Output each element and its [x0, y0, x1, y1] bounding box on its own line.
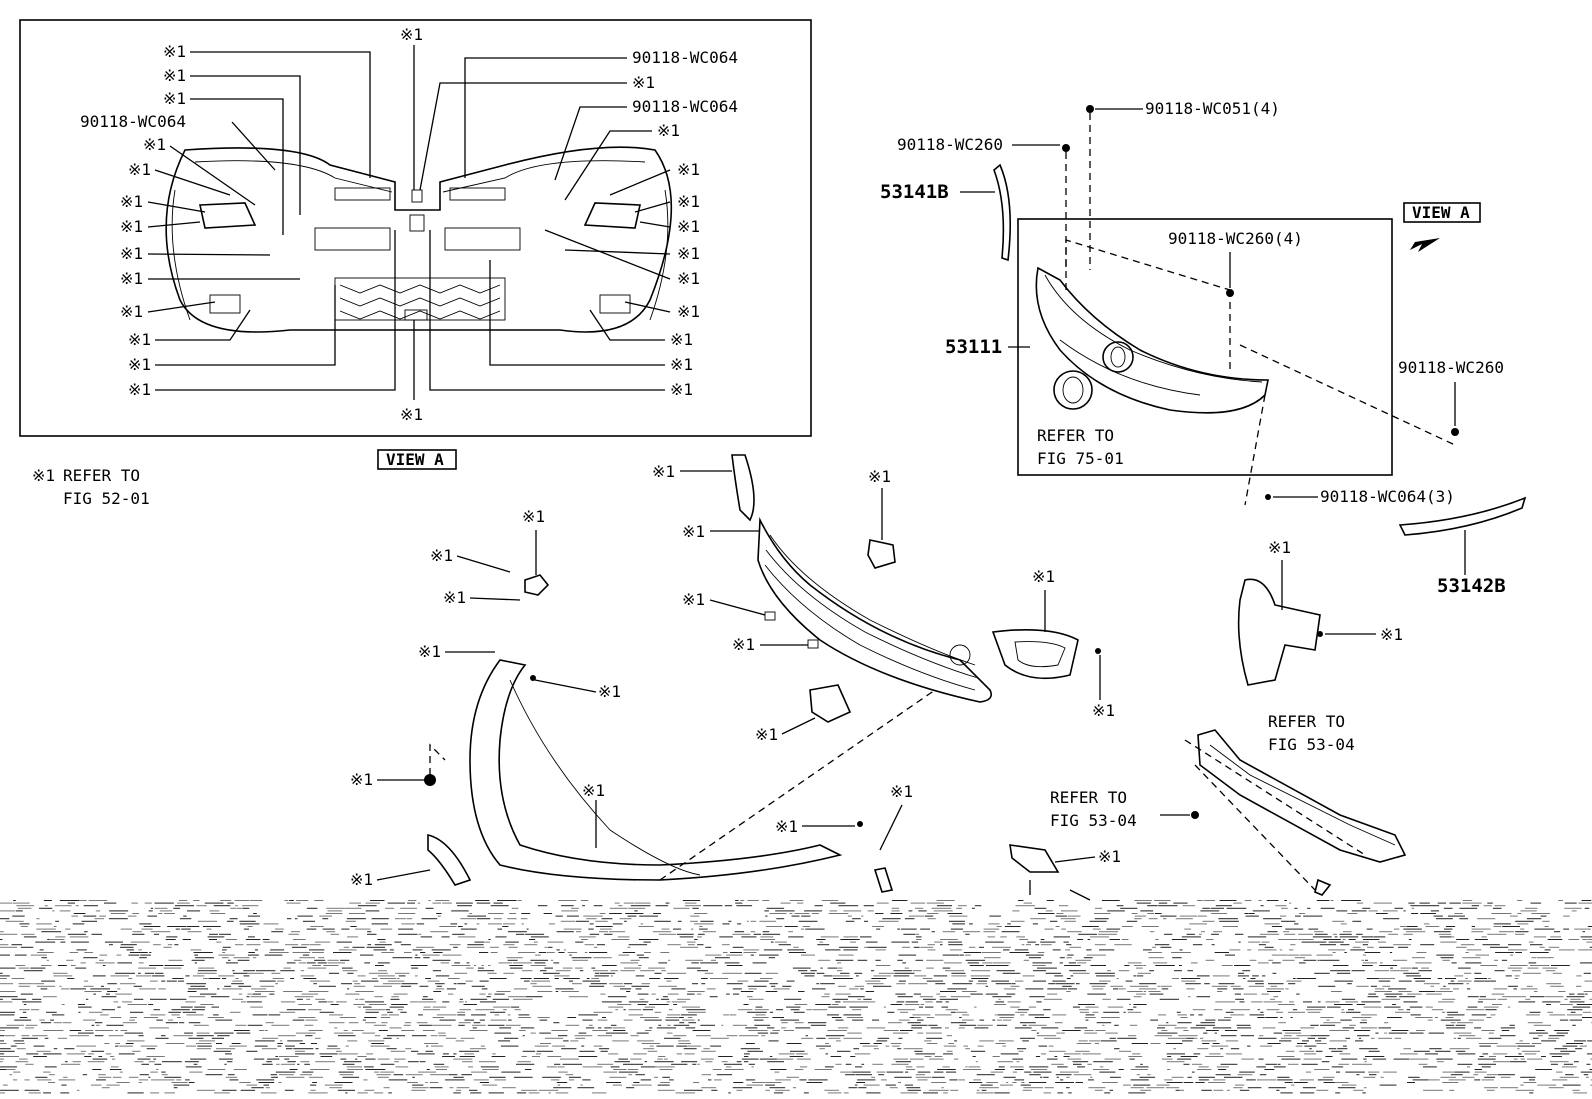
label-wc260-4: 90118-WC260(4) [1168, 229, 1303, 248]
svg-text:※1: ※1 [163, 66, 186, 85]
lower-grille [757, 516, 993, 703]
svg-text:※1: ※1 [350, 770, 373, 789]
lower-mesh [334, 277, 506, 321]
svg-text:※1: ※1 [682, 590, 705, 609]
svg-text:※1: ※1 [632, 73, 655, 92]
svg-text:※1: ※1 [755, 725, 778, 744]
global-note: ※1 REFER TO FIG 52-01 [32, 466, 150, 508]
bumper-cover [469, 659, 936, 881]
svg-text:※1: ※1 [677, 192, 700, 211]
note-line1: REFER TO [63, 466, 140, 485]
svg-text:※1: ※1 [430, 546, 453, 565]
emblem [1053, 370, 1093, 410]
svg-text:※1: ※1 [732, 635, 755, 654]
svg-text:※1: ※1 [582, 781, 605, 800]
grille-assembly [1017, 105, 1459, 506]
svg-text:※1: ※1 [120, 217, 143, 236]
inset-wc064-left: 90118-WC064 [80, 112, 186, 131]
view-a-inset: ※1 ※1 ※1 90118-WC064 ※1 ※1 ※1 ※1 ※1 ※1 ※… [19, 19, 812, 437]
label-53142b: 53142B [1437, 575, 1506, 597]
svg-text:※1: ※1 [1092, 701, 1115, 720]
view-a-arrow-icon [1410, 238, 1440, 252]
note-symbol: ※1 [32, 466, 55, 485]
svg-text:※1: ※1 [522, 507, 545, 526]
noise-band [0, 900, 1592, 1094]
svg-text:※1: ※1 [128, 330, 151, 349]
svg-text:※1: ※1 [120, 244, 143, 263]
label-wc260-top: 90118-WC260 [897, 135, 1003, 154]
svg-text:※1: ※1 [120, 269, 143, 288]
view-a-badge [377, 449, 457, 470]
view-a-badge-label: VIEW A [386, 450, 444, 469]
svg-text:※1: ※1 [670, 380, 693, 399]
svg-text:※1: ※1 [598, 682, 621, 701]
label-wc260-right: 90118-WC260 [1398, 358, 1504, 377]
svg-text:※1: ※1 [400, 25, 423, 44]
inset-wc064-top: 90118-WC064 [632, 48, 738, 67]
label-53111: 53111 [945, 336, 1002, 358]
svg-text:※1: ※1 [670, 330, 693, 349]
svg-text:※1: ※1 [677, 269, 700, 288]
svg-text:※1: ※1 [128, 355, 151, 374]
inset-wc064-right: 90118-WC064 [632, 97, 738, 116]
svg-text:※1: ※1 [1032, 567, 1055, 586]
ref-75-line1: REFER TO [1037, 426, 1114, 445]
svg-text:※1: ※1 [682, 522, 705, 541]
label-53141b: 53141B [880, 181, 949, 203]
label-wc051-4: 90118-WC051(4) [1145, 99, 1280, 118]
svg-text:※1: ※1 [1098, 847, 1121, 866]
ref-53-04-a-line1: REFER TO [1268, 712, 1345, 731]
svg-text:※1: ※1 [143, 135, 166, 154]
view-a-tag-label: VIEW A [1412, 203, 1470, 222]
svg-text:※1: ※1 [890, 782, 913, 801]
note-line2: FIG 52-01 [63, 489, 150, 508]
svg-text:※1: ※1 [652, 462, 675, 481]
svg-text:※1: ※1 [677, 217, 700, 236]
svg-text:※1: ※1 [128, 160, 151, 179]
svg-text:※1: ※1 [128, 380, 151, 399]
svg-text:※1: ※1 [775, 817, 798, 836]
svg-text:※1: ※1 [677, 244, 700, 263]
svg-text:※1: ※1 [677, 160, 700, 179]
moulding-53141b [993, 163, 1012, 262]
svg-text:※1: ※1 [657, 121, 680, 140]
ref-53-04-b-line1: REFER TO [1050, 788, 1127, 807]
svg-text:※1: ※1 [400, 405, 423, 424]
moulding-53142b [1398, 496, 1527, 536]
svg-text:※1: ※1 [1268, 538, 1291, 557]
svg-text:※1: ※1 [418, 642, 441, 661]
ref-75-line2: FIG 75-01 [1037, 449, 1124, 468]
svg-text:※1: ※1 [120, 302, 143, 321]
svg-text:※1: ※1 [163, 89, 186, 108]
svg-text:※1: ※1 [120, 192, 143, 211]
label-wc064-3: 90118-WC064(3) [1320, 487, 1455, 506]
svg-text:※1: ※1 [868, 467, 891, 486]
ref-53-04-b-line2: FIG 53-04 [1050, 811, 1137, 830]
reinforcement [1184, 729, 1407, 891]
svg-text:※1: ※1 [677, 302, 700, 321]
svg-text:※1: ※1 [670, 355, 693, 374]
view-a-tag [1403, 202, 1481, 223]
ref-53-04-a-line2: FIG 53-04 [1268, 735, 1355, 754]
svg-text:※1: ※1 [163, 42, 186, 61]
svg-text:※1: ※1 [350, 870, 373, 889]
svg-text:※1: ※1 [443, 588, 466, 607]
svg-text:※1: ※1 [1380, 625, 1403, 644]
